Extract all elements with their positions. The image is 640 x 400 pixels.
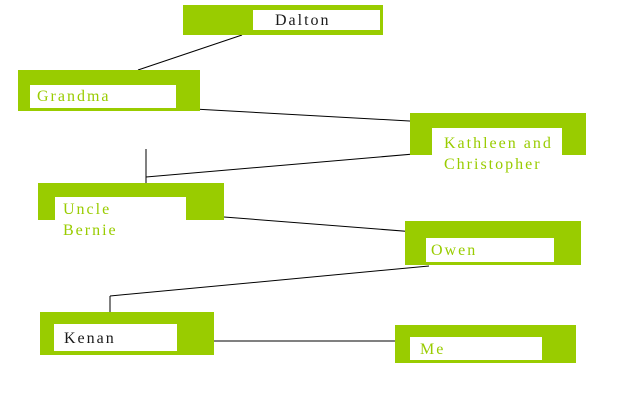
node-kenan: Kenan	[40, 312, 214, 355]
node-grandma: Grandma	[18, 70, 200, 111]
node-kathleen: Kathleen and Christopher	[410, 113, 586, 176]
node-owen: Owen	[405, 221, 581, 265]
node-kenan-label: Kenan	[64, 330, 116, 347]
node-me-panel: Me	[410, 337, 542, 360]
node-dalton-panel: Dalton	[253, 10, 380, 30]
node-grandma-panel: Grandma	[30, 85, 176, 108]
edge-unclebernie-owen	[223, 216, 429, 234]
edge-grandma-kathleen	[175, 107, 428, 123]
edge-dalton-grandma	[137, 34, 243, 71]
node-kenan-panel: Kenan	[54, 324, 177, 351]
edge-owen-kenan-diagonal	[109, 265, 430, 297]
node-me-label: Me	[420, 341, 446, 358]
node-owen-panel: Owen	[426, 238, 554, 262]
node-dalton: Dalton	[183, 5, 383, 35]
node-kathleen-panel: Kathleen and Christopher	[432, 128, 562, 176]
node-uncle-bernie-label: Uncle Bernie	[63, 201, 118, 239]
node-uncle-bernie: Uncle Bernie	[38, 183, 224, 245]
node-me: Me	[395, 325, 576, 363]
node-grandma-label: Grandma	[37, 88, 111, 105]
node-kathleen-label: Kathleen and Christopher	[444, 135, 553, 173]
node-owen-label: Owen	[431, 242, 478, 259]
node-dalton-label: Dalton	[275, 12, 331, 29]
edge-kathleen-unclebernie	[145, 151, 438, 178]
node-uncle-bernie-panel: Uncle Bernie	[55, 197, 186, 245]
